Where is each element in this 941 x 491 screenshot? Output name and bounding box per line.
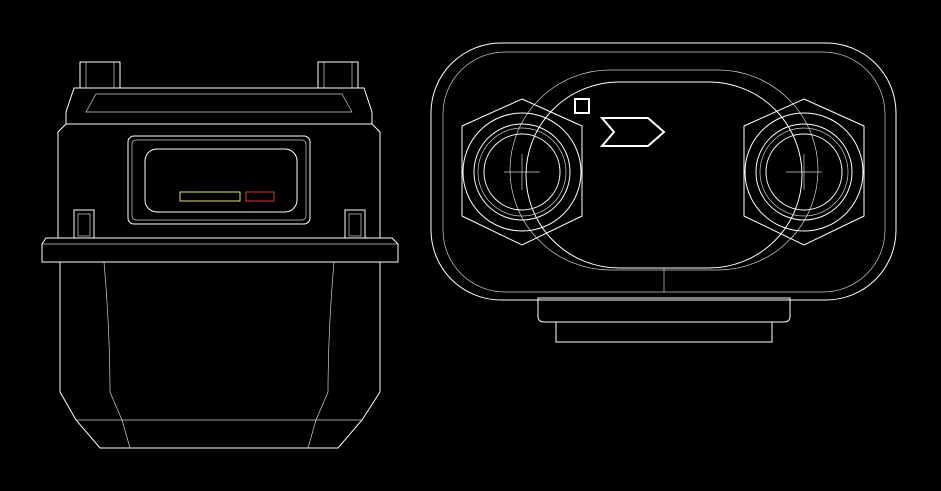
- front-lower-body: [59, 261, 381, 449]
- top-view-outer-body: [430, 42, 897, 301]
- display-housing-inner: [131, 139, 307, 221]
- square-marker: [574, 98, 590, 114]
- display-window: [144, 148, 298, 213]
- front-lower-body-left-crease: [103, 261, 131, 449]
- display-red-digits: [245, 191, 275, 202]
- front-lower-body-right-crease: [307, 261, 335, 449]
- front-top-cap-inner: [85, 93, 353, 113]
- front-view: [41, 61, 399, 449]
- right-hex-nut: [743, 98, 865, 246]
- top-view: [430, 42, 897, 343]
- display-housing: [127, 135, 311, 225]
- flow-direction-arrow: [599, 117, 666, 147]
- top-view-base-upper: [537, 297, 791, 323]
- left-hex-nut: [461, 98, 583, 246]
- display-yellow-digits: [179, 191, 241, 202]
